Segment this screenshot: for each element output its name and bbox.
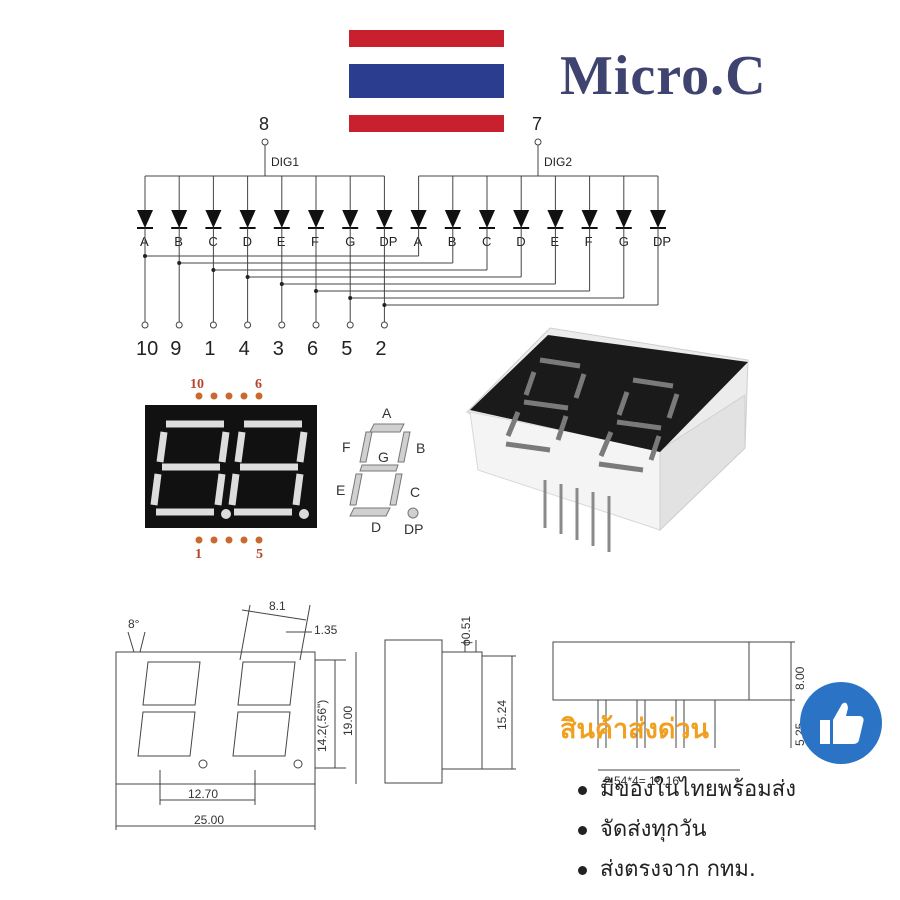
pin-number: 5 [341,338,352,360]
promo-headline: สินค้าส่งด่วน [560,714,709,745]
pin-number: 1 [204,338,215,360]
pin-number: 3 [273,338,284,360]
dim-digit-pitch: 8.1 [269,599,286,613]
segment-map-diagram [349,423,419,519]
pin-label-top-left: 10 [190,377,204,392]
pin-number: 2 [375,338,386,360]
svg-text:B: B [416,440,425,456]
segment-label: F [585,234,593,249]
digit-label: DIG1 [271,155,299,169]
diode-symbol [273,210,290,228]
display-front-digits [150,420,308,516]
svg-text:A: A [382,405,392,421]
segment-label: B [174,234,183,249]
promo-bullets: มีของในไทยพร้อมส่ง จัดส่งทุกวัน ส่งตรงจา… [578,770,796,890]
pin-number: 9 [170,338,181,360]
diode-symbol [171,210,188,228]
svg-text:D: D [371,519,381,535]
pin-label-bottom-left: 1 [195,547,202,562]
dim-pin-dia: ϕ0.51 [459,616,473,646]
pin-number: 10 [136,338,158,360]
pin-number: 6 [307,338,318,360]
svg-text:DP: DP [404,521,423,537]
dim-body-width: 25.00 [194,813,224,827]
segment-label: B [448,234,457,249]
promo-bullet: ส่งตรงจาก กทม. [578,850,796,890]
dim-center-spacing: 12.70 [188,787,218,801]
promo-bullet: จัดส่งทุกวัน [578,810,796,850]
dim-digit-height: 14.2(.56") [315,700,329,752]
digit-label: DIG2 [544,155,572,169]
segment-label: F [311,234,319,249]
svg-text:E: E [336,482,345,498]
common-pin-number: 8 [259,114,269,134]
pin-number: 4 [239,338,250,360]
display-pin-dots [195,392,263,544]
diode-symbol [650,210,666,228]
dim-depth: 8.00 [793,666,807,690]
diode-symbol [308,210,324,228]
segment-map-labels: A B C D E F G DP [336,405,425,537]
diode-symbol [205,210,222,228]
diode-symbol [410,210,427,228]
diode-symbol [513,210,530,228]
pin-label-bottom-right: 5 [256,547,263,562]
dim-slant: 8° [128,617,140,631]
diode-symbol [342,210,359,228]
dim-pin-row: 15.24 [495,700,509,730]
diode-symbol [137,210,153,228]
brand-logo: Micro.C [560,45,767,107]
svg-text:C: C [410,484,420,500]
diode-symbol [444,210,461,228]
common-pin-number: 7 [532,114,542,134]
diode-symbol [547,210,564,228]
diode-symbol [376,210,393,228]
svg-text:G: G [378,449,389,465]
promo-bullet: มีของในไทยพร้อมส่ง [578,770,796,810]
dim-body-height: 19.00 [341,706,355,736]
diode-symbol [615,210,632,228]
dim-seg-width: 1.35 [314,623,338,637]
pin-label-top-right: 6 [255,377,262,392]
thumbs-up-icon [800,682,882,764]
diode-symbol [479,210,495,228]
diode-symbol [581,210,598,228]
display-3d-photo [466,327,749,552]
diode-symbol [239,210,256,228]
svg-text:F: F [342,439,351,455]
dim-pin-span: 2.54*4= 10.16 [604,774,679,788]
